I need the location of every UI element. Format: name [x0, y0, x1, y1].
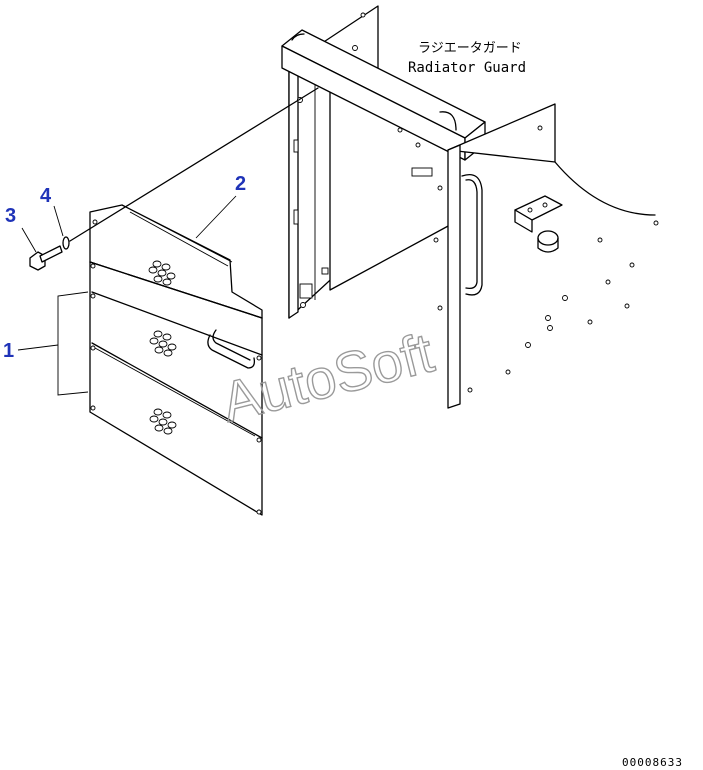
figure-code: 00008633 [622, 756, 683, 769]
callout-part-4: 4 [40, 185, 52, 207]
vent-group-middle [149, 330, 177, 357]
guard-cover-assembly [89, 204, 263, 516]
callout-part-3: 3 [5, 205, 16, 227]
vent-group-top [148, 260, 176, 286]
component-label-english: Radiator Guard [408, 60, 526, 76]
bolt-and-washer [29, 236, 70, 271]
leader-lines [17, 87, 319, 396]
callout-part-1: 1 [3, 340, 14, 362]
vent-group-bottom [149, 408, 177, 435]
callout-part-2: 2 [235, 173, 246, 195]
radiator-guard-frame [281, 5, 659, 409]
component-label-japanese: ラジエータガード [418, 41, 522, 56]
